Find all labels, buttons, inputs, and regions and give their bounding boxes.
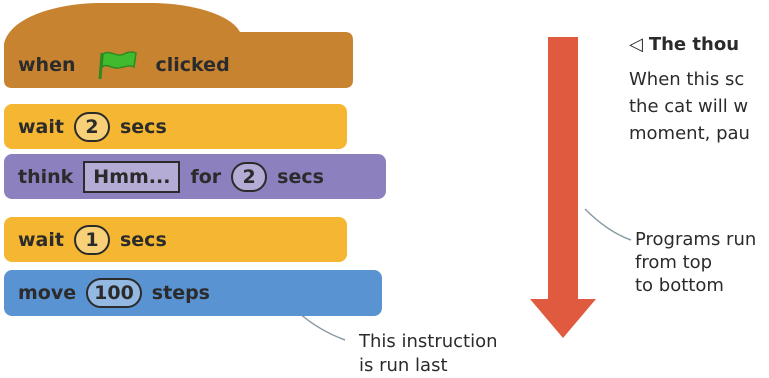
annotation-run-last: This instruction is run last xyxy=(359,330,498,378)
caption-line: When this sc xyxy=(629,69,745,90)
annotation-line: This instruction xyxy=(359,331,498,352)
caption-body: When this sc the cat will w moment, pau xyxy=(629,66,750,147)
annotation-line: Programs run xyxy=(635,229,757,250)
secs-label: secs xyxy=(119,115,167,138)
wait-label: wait xyxy=(18,228,64,251)
move-block[interactable]: move 100 steps xyxy=(4,270,382,316)
when-flag-block[interactable]: when clicked xyxy=(18,49,230,81)
annotation-line: from top xyxy=(635,252,713,273)
annotation-line: is run last xyxy=(359,355,448,376)
wait-block-1[interactable]: wait 2 secs xyxy=(4,104,347,149)
wait-value-input[interactable]: 1 xyxy=(73,224,110,255)
wait-label: wait xyxy=(18,115,64,138)
when-flag-block-bg xyxy=(4,3,353,88)
clicked-label: clicked xyxy=(155,54,230,76)
when-label: when xyxy=(18,54,76,76)
wait-value-input[interactable]: 2 xyxy=(73,111,110,142)
flow-arrow-shaft xyxy=(548,37,578,299)
think-secs-input[interactable]: 2 xyxy=(231,161,268,192)
caption-title-text: The thou xyxy=(648,34,740,55)
move-label: move xyxy=(18,282,77,304)
annotation-line: to bottom xyxy=(635,275,724,296)
secs-label: secs xyxy=(119,228,167,251)
caption-line: the cat will w xyxy=(629,96,749,117)
think-label: think xyxy=(18,165,74,188)
annotation-top-to-bottom: Programs run from top to bottom xyxy=(635,228,756,297)
green-flag-icon xyxy=(98,51,137,80)
caption-line: moment, pau xyxy=(629,123,750,144)
callout-line-top-bottom xyxy=(584,208,632,241)
for-label: for xyxy=(190,165,222,188)
callout-line-run-last xyxy=(297,311,346,341)
triangle-marker-icon: ◁ xyxy=(629,34,643,55)
think-text-input[interactable]: Hmm... xyxy=(83,160,181,193)
move-steps-input[interactable]: 100 xyxy=(86,278,142,308)
wait-block-2[interactable]: wait 1 secs xyxy=(4,217,347,262)
caption-title: ◁The thou xyxy=(629,34,739,55)
secs-label: secs xyxy=(277,165,324,188)
think-block[interactable]: think Hmm... for 2 secs xyxy=(4,154,386,199)
steps-label: steps xyxy=(151,282,210,304)
flow-arrow-head xyxy=(530,299,596,338)
